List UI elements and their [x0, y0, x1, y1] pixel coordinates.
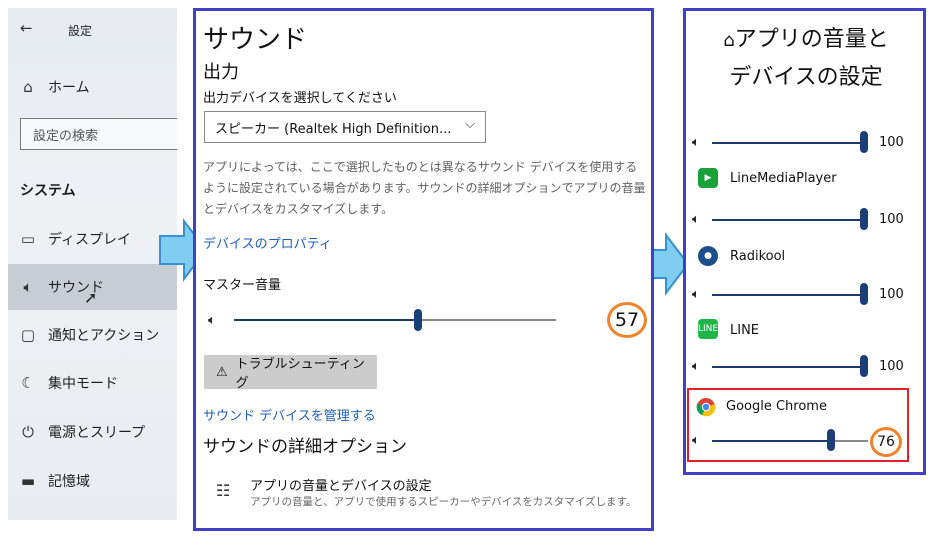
advanced-options-heading: サウンドの詳細オプション: [203, 437, 407, 457]
page-title: サウンド: [203, 25, 308, 55]
home-icon: ⌂: [23, 78, 33, 96]
linemediaplayer-volume-thumb[interactable]: [860, 208, 868, 230]
app-volume-panel: ⌂アプリの音量と デバイスの設定 🔈︎ 100 ▶ LineMediaPlaye…: [683, 8, 926, 475]
sidebar-item-power[interactable]: ⏻ 電源とスリープ: [8, 409, 177, 455]
sidebar-section-system: システム: [20, 183, 76, 199]
speaker-icon[interactable]: 🔈︎: [208, 313, 216, 328]
chrome-volume-slider[interactable]: [712, 440, 868, 442]
settings-search-input[interactable]: 設定の検索: [20, 118, 177, 150]
troubleshoot-label: トラブルシューティング: [235, 357, 365, 391]
speaker-icon[interactable]: 🔈︎: [692, 359, 700, 374]
output-device-select[interactable]: スピーカー (Realtek High Definition... ⌵: [204, 111, 486, 143]
output-heading: 出力: [203, 62, 239, 83]
system-volume-thumb[interactable]: [860, 131, 868, 153]
sidebar-item-label: ホーム: [48, 80, 90, 96]
sidebar-item-label: 電源とスリープ: [48, 425, 146, 441]
home-icon: ⌂: [723, 30, 735, 51]
app-volume-title-line2: デバイスの設定: [729, 65, 883, 90]
app-name: LINE: [730, 323, 760, 338]
master-volume-thumb[interactable]: [413, 309, 422, 331]
highlight-box: [687, 388, 909, 462]
sidebar-item-storage[interactable]: ▬ 記憶域: [8, 458, 177, 504]
line-volume-thumb[interactable]: [860, 355, 868, 377]
volume-value-badge: 76: [870, 427, 902, 457]
sidebar-item-label: サウンド: [48, 280, 104, 296]
volume-value-badge: 57: [607, 302, 647, 338]
master-volume-fill: [234, 319, 418, 321]
line-volume-slider[interactable]: [712, 366, 864, 368]
radikool-volume-value: 100: [879, 287, 904, 302]
radikool-volume-fill: [712, 294, 864, 296]
radikool-icon: ●: [698, 246, 718, 266]
output-description: アプリによっては、ここで選択したものとは異なるサウンド デバイスを使用するように…: [203, 160, 646, 216]
speaker-icon[interactable]: 🔈︎: [692, 433, 700, 448]
app-volume-settings-desc: アプリの音量と、アプリで使用するスピーカーやデバイスをカスタマイズします。: [250, 496, 637, 508]
linemediaplayer-volume-slider[interactable]: [712, 219, 864, 221]
chrome-icon: [696, 398, 716, 417]
app-name: Radikool: [730, 249, 786, 264]
sidebar-item-sound[interactable]: 🔈︎ サウンド: [8, 264, 177, 310]
linemediaplayer-volume-value: 100: [879, 212, 904, 227]
warning-icon: ⚠: [216, 364, 228, 380]
line-volume-fill: [712, 366, 864, 368]
app-volume-title-line1: アプリの音量と: [734, 27, 889, 52]
sidebar-item-label: 通知とアクション: [48, 328, 160, 344]
manage-sound-devices-link[interactable]: サウンド デバイスを管理する: [203, 409, 376, 424]
master-volume-slider[interactable]: [234, 319, 556, 321]
app-name: LineMediaPlayer: [730, 171, 837, 186]
line-volume-value: 100: [879, 359, 904, 374]
speaker-icon[interactable]: 🔈︎: [692, 287, 700, 302]
notification-icon: ▢: [20, 326, 36, 344]
output-device-value: スピーカー (Realtek High Definition...: [215, 122, 452, 137]
master-volume-label: マスター音量: [203, 278, 282, 293]
linemediaplayer-volume-fill: [712, 219, 864, 221]
master-volume-value: 57: [614, 309, 640, 331]
settings-title: 設定: [68, 24, 93, 38]
speaker-icon: 🔈︎: [23, 278, 33, 296]
speaker-icon[interactable]: 🔈︎: [692, 212, 700, 227]
app-volume-title: ⌂アプリの音量と デバイスの設定: [696, 21, 916, 96]
app-volume-settings-link[interactable]: アプリの音量とデバイスの設定: [250, 479, 432, 494]
radikool-volume-thumb[interactable]: [860, 283, 868, 305]
storage-icon: ▬: [20, 472, 36, 490]
troubleshoot-button[interactable]: ⚠ トラブルシューティング: [204, 355, 377, 391]
sidebar-item-notifications[interactable]: ▢ 通知とアクション: [8, 312, 177, 358]
radikool-volume-slider[interactable]: [712, 294, 864, 296]
chrome-volume-value: 76: [877, 434, 895, 450]
system-volume-slider[interactable]: [712, 142, 864, 144]
sidebar-item-home[interactable]: ⌂ ホーム: [8, 64, 177, 110]
mixer-sliders-icon: ☷: [216, 481, 231, 500]
moon-icon: ☾: [21, 374, 35, 392]
sidebar-item-focus[interactable]: ☾ 集中モード: [8, 360, 177, 406]
app-name: Google Chrome: [726, 399, 827, 414]
speaker-icon[interactable]: 🔈︎: [692, 135, 700, 150]
display-icon: ▭: [20, 230, 36, 248]
chrome-volume-fill: [712, 440, 831, 442]
system-volume-fill: [712, 142, 864, 144]
sidebar-item-label: 記憶域: [48, 474, 90, 490]
chrome-volume-thumb[interactable]: [826, 429, 835, 451]
back-arrow-icon[interactable]: ←: [20, 19, 33, 37]
line-app-icon: LINE: [698, 319, 718, 339]
mouse-cursor-icon: ➚: [84, 288, 98, 307]
settings-sidebar: ← 設定 ⌂ ホーム 設定の検索 システム ▭ ディスプレイ 🔈︎ サウンド ▢…: [8, 8, 177, 520]
chevron-down-icon: ⌵: [465, 117, 475, 132]
power-icon: ⏻: [22, 423, 34, 441]
output-device-label: 出力デバイスを選択してください: [203, 91, 397, 106]
sidebar-item-label: ディスプレイ: [48, 232, 132, 248]
system-volume-value: 100: [879, 135, 904, 150]
sidebar-item-label: 集中モード: [48, 376, 118, 392]
linemediaplayer-icon: ▶: [698, 168, 718, 188]
sidebar-item-display[interactable]: ▭ ディスプレイ: [8, 216, 177, 262]
sound-settings-panel: サウンド 出力 出力デバイスを選択してください スピーカー (Realtek H…: [193, 8, 654, 531]
device-properties-link[interactable]: デバイスのプロパティ: [203, 237, 332, 252]
